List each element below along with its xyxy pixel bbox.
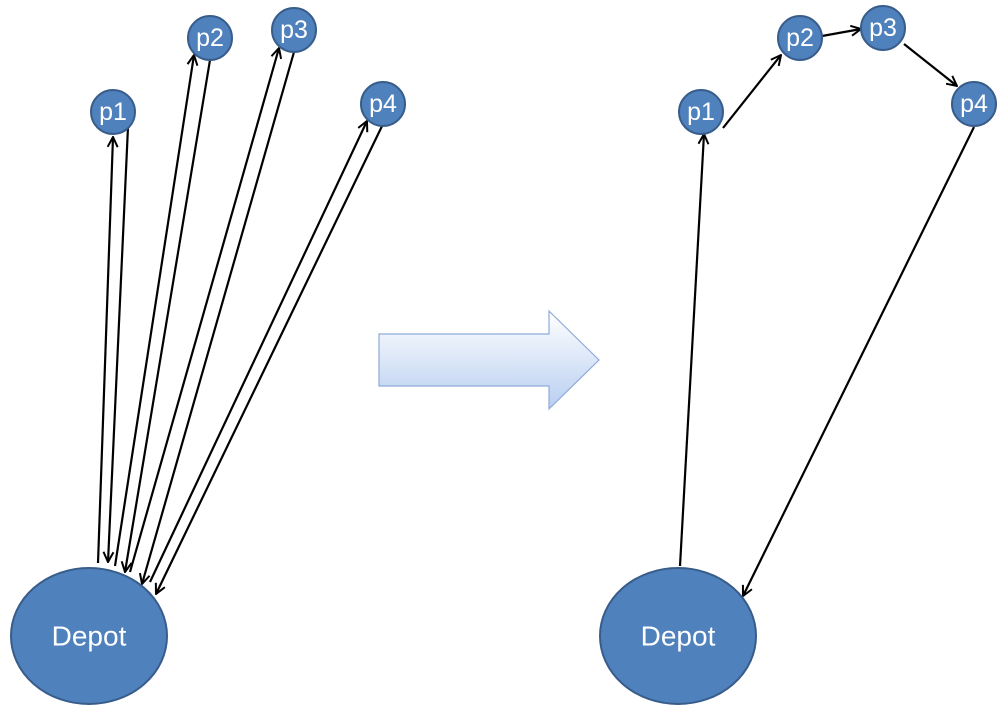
node-label-depot: Depot bbox=[52, 621, 127, 652]
node-depot: Depot bbox=[10, 567, 168, 705]
edge-depot-to-p1 bbox=[678, 134, 704, 567]
node-p4: p4 bbox=[360, 81, 406, 127]
node-label-p2: p2 bbox=[196, 24, 224, 52]
edge-depot-to-p2 bbox=[113, 55, 194, 567]
node-p1: p1 bbox=[678, 89, 724, 135]
edge-p1-to-depot bbox=[108, 126, 130, 562]
edge-depot-to-p4 bbox=[149, 121, 367, 583]
node-p2: p2 bbox=[187, 15, 233, 61]
node-p1: p1 bbox=[90, 89, 136, 135]
node-label-p1: p1 bbox=[687, 98, 715, 126]
transition-arrow bbox=[378, 309, 600, 411]
right-panel: p1 p2 p3 p4 Depot bbox=[599, 5, 997, 705]
left-edges bbox=[96, 48, 384, 594]
node-label-p2: p2 bbox=[786, 24, 814, 52]
edge-p4-to-depot bbox=[743, 126, 975, 596]
node-label-p3: p3 bbox=[280, 16, 308, 44]
edge-p3-to-depot bbox=[142, 51, 296, 584]
node-depot: Depot bbox=[599, 567, 757, 705]
node-label-depot: Depot bbox=[641, 621, 716, 652]
node-label-p3: p3 bbox=[869, 14, 897, 42]
edge-p2-to-depot bbox=[125, 59, 212, 572]
node-p4: p4 bbox=[951, 81, 997, 127]
edge-p4-to-depot bbox=[156, 123, 384, 594]
right-edges bbox=[678, 29, 975, 596]
node-p2: p2 bbox=[777, 15, 823, 61]
left-panel: p1 p2 p3 p4 Depot bbox=[10, 7, 406, 705]
edge-p3-to-p4 bbox=[903, 43, 957, 86]
edge-p1-to-p2 bbox=[722, 55, 781, 129]
edge-depot-to-p1 bbox=[96, 137, 113, 564]
node-p3: p3 bbox=[860, 5, 906, 51]
edge-p2-to-p3 bbox=[821, 29, 861, 38]
edge-depot-to-p3 bbox=[128, 48, 279, 573]
node-label-p4: p4 bbox=[960, 90, 988, 118]
node-label-p4: p4 bbox=[369, 90, 397, 118]
node-label-p1: p1 bbox=[99, 98, 127, 126]
node-p3: p3 bbox=[271, 7, 317, 53]
